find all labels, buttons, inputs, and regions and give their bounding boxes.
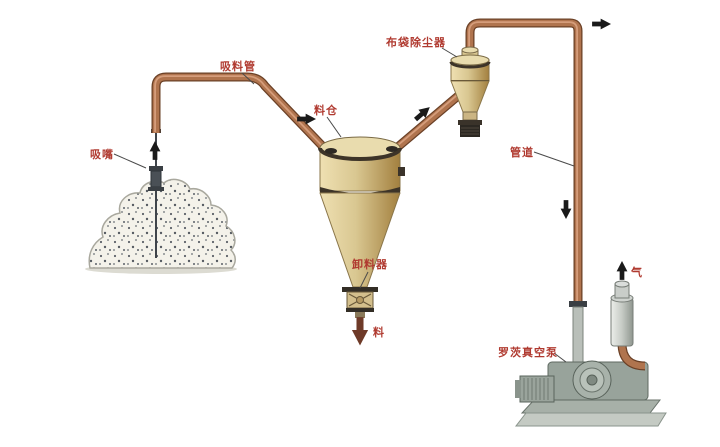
vacuum-pipe-run — [465, 18, 583, 303]
leader-suction-pipe — [241, 72, 255, 85]
motor-endcap — [515, 380, 521, 398]
leader-silo — [326, 116, 342, 138]
leader-bag-filter — [441, 47, 458, 58]
label-pipe: 管道 — [510, 145, 534, 159]
nozzle-flange-top — [149, 166, 163, 171]
label-suction-nozzle: 吸嘴 — [90, 147, 114, 161]
silo-outlet-port — [386, 146, 398, 152]
leader-suction-nozzle — [113, 153, 147, 169]
filter-rim — [449, 61, 491, 69]
silo-hopper — [318, 136, 405, 288]
silo-inlet-port — [325, 148, 337, 154]
level-sensor — [398, 167, 405, 176]
discharger-flange-top — [342, 287, 378, 292]
nozzle-body — [150, 170, 162, 188]
nozzle-flange-bottom — [148, 187, 164, 191]
silo-top-rim — [318, 147, 402, 161]
inlet-flange — [569, 301, 587, 307]
label-suction-pipe: 吸料管 — [220, 59, 256, 73]
labels: 吸料管 吸嘴 料仓 布袋除尘器 管道 卸料器 料 气 罗茨真空泵 — [90, 35, 643, 363]
motor-ribs — [523, 378, 549, 400]
filter-top — [450, 54, 490, 66]
material-pile — [85, 178, 237, 274]
silo-to-filter-pipe — [390, 92, 461, 155]
pump-base-lower — [514, 412, 667, 427]
muffler-cap-top — [614, 280, 630, 288]
discharger-outlet — [355, 312, 365, 318]
label-silo: 料仓 — [314, 103, 338, 117]
exhaust-elbow-inner — [618, 342, 646, 370]
leader-discharger — [359, 271, 369, 289]
pump-cover-hub — [586, 374, 598, 386]
filter-outlet-flange — [458, 120, 482, 125]
pile-mound — [88, 178, 236, 269]
discharger-valve — [342, 287, 378, 318]
label-bag-dust-collector: 布袋除尘器 — [386, 35, 446, 49]
label-material: 料 — [373, 325, 385, 339]
muffler-body — [610, 297, 634, 347]
label-air: 气 — [630, 265, 643, 279]
discharger-flange-bottom — [346, 308, 374, 312]
suction-pipe-run — [151, 72, 333, 157]
roots-vacuum-pump — [514, 280, 667, 427]
inlet-pipe-silver — [572, 306, 584, 366]
leader-pump — [553, 352, 567, 363]
bag-dust-collector — [449, 46, 491, 137]
leader-pipe — [533, 151, 575, 167]
label-discharger: 卸料器 — [352, 257, 388, 271]
discharger-hub — [356, 296, 364, 304]
pump-motor — [519, 375, 555, 403]
filter-cap-top — [461, 46, 479, 54]
label-roots-vacuum-pump: 罗茨真空泵 — [498, 345, 558, 359]
filter-neck — [462, 111, 478, 121]
